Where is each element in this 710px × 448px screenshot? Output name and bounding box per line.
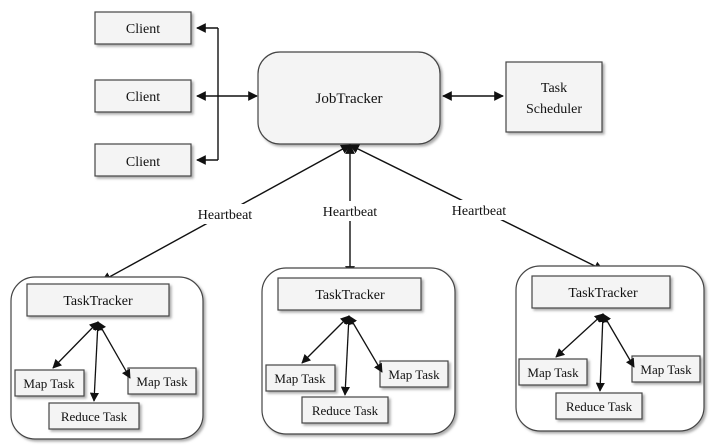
heartbeat-label-right: Heartbeat [452, 204, 507, 219]
heartbeat-label-middle: Heartbeat [323, 205, 378, 220]
task-arrows-1 [52, 321, 131, 402]
reduce-task-box-2 [301, 396, 389, 424]
tasktracker-node-3: TaskTracker Map Task Map Task Reduce Tas… [515, 265, 705, 432]
reduce-task-box-3 [555, 392, 643, 420]
reduce-task-label-2: Reduce Task [312, 403, 379, 418]
tasktracker-label-3: TaskTracker [568, 286, 638, 301]
heartbeat-label-left: Heartbeat [198, 208, 253, 223]
tasktracker-node-1: TaskTracker Map Task Map Task Reduce Tas… [10, 276, 204, 440]
map-task-box-2a [265, 364, 336, 392]
map-task-box-3a [518, 358, 588, 386]
task-arrows-2 [301, 315, 383, 396]
client-label-3: Client [126, 155, 160, 170]
client-label-2: Client [126, 90, 160, 105]
client-box-3: Client [94, 143, 192, 177]
map-task-label-1b: Map Task [136, 374, 188, 389]
tasktracker-label-1: TaskTracker [63, 294, 133, 309]
tasktracker-node-2: TaskTracker Map Task Map Task Reduce Tas… [261, 267, 456, 435]
map-task-box-2b [379, 360, 449, 388]
map-task-label-3b: Map Task [640, 362, 692, 377]
map-task-box-3b [631, 355, 701, 383]
client-box-2: Client [94, 79, 192, 113]
task-scheduler-box: Task Scheduler [505, 61, 603, 133]
client-label-1: Client [126, 22, 160, 37]
task-arrows-3 [555, 313, 635, 392]
map-task-label-1a: Map Task [23, 376, 75, 391]
scheduler-label-line1: Task [541, 81, 567, 96]
jobtracker-label: JobTracker [316, 91, 383, 107]
tasktracker-box-1 [26, 283, 170, 317]
client-box-1: Client [94, 11, 192, 45]
map-task-label-2a: Map Task [274, 371, 326, 386]
client-connector [196, 23, 258, 165]
tasktracker-box-3 [531, 275, 671, 309]
map-task-box-1a [14, 369, 85, 397]
jobtracker-box: JobTracker [257, 51, 441, 145]
map-task-label-3a: Map Task [527, 365, 579, 380]
map-task-label-2b: Map Task [388, 367, 440, 382]
scheduler-label-line2: Scheduler [526, 102, 582, 117]
reduce-task-label-3: Reduce Task [566, 399, 633, 414]
tasktracker-label-2: TaskTracker [315, 288, 385, 303]
tasktracker-box-2 [277, 277, 422, 311]
reduce-task-label-1: Reduce Task [61, 409, 128, 424]
map-task-box-1b [127, 367, 197, 395]
reduce-task-box-1 [48, 402, 140, 430]
